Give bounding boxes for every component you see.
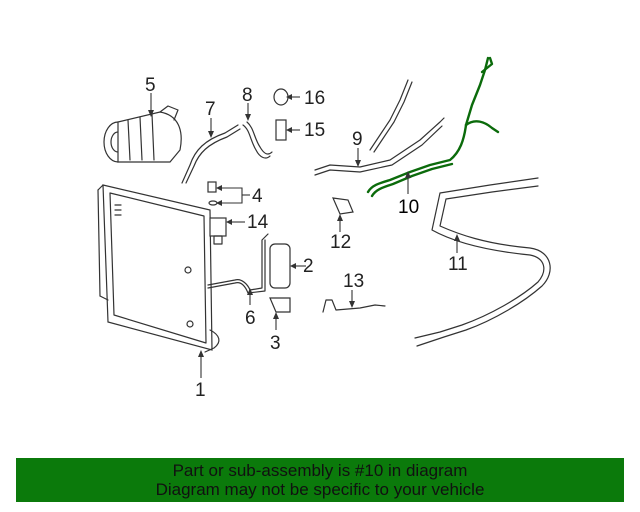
callout-1: 1	[195, 380, 206, 401]
callout-2: 2	[303, 256, 314, 277]
callout-9: 9	[352, 129, 363, 150]
callout-6: 6	[245, 308, 256, 329]
banner-line-1: Part or sub-assembly is #10 in diagram	[172, 461, 468, 480]
callout-7: 7	[205, 99, 216, 120]
callout-5: 5	[145, 75, 156, 96]
compressor	[103, 105, 182, 163]
callout-3: 3	[270, 333, 281, 354]
callout-15: 15	[304, 120, 325, 141]
callout-10: 10	[398, 197, 419, 218]
info-banner: Part or sub-assembly is #10 in diagram D…	[16, 458, 624, 502]
callout-8: 8	[242, 85, 253, 106]
callout-4: 4	[252, 186, 263, 207]
callout-12: 12	[330, 232, 351, 253]
banner-line-2: Diagram may not be specific to your vehi…	[155, 480, 485, 499]
callout-14: 14	[247, 212, 269, 233]
callout-11: 11	[448, 254, 468, 275]
callout-16: 16	[304, 88, 325, 109]
hose-part-10[interactable]	[366, 56, 500, 198]
condenser	[97, 184, 220, 353]
parts-diagram: 1 5 7 8 16 15 4 14 2	[97, 56, 551, 401]
callout-13: 13	[343, 271, 364, 292]
